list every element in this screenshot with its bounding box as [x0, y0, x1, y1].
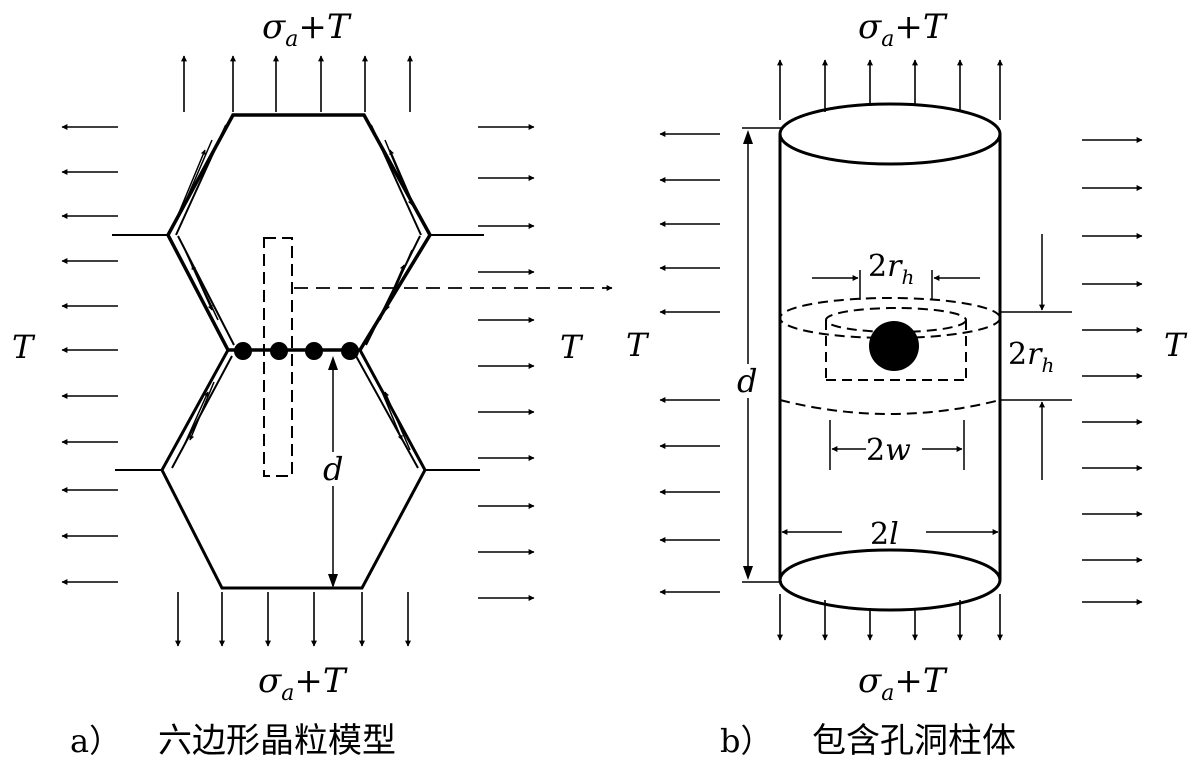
bottom-load-arrows-right	[777, 594, 1003, 641]
panel-a-hexagonal-grain-model: d	[12, 7, 613, 761]
caption-b-letter: b）	[720, 722, 773, 760]
right-side-arrows-a	[478, 124, 535, 601]
label-sigma-bottom-left: σa+T	[258, 661, 348, 706]
left-side-arrows-a	[61, 124, 118, 585]
label-2rh-vertical: 2rh	[1008, 337, 1054, 377]
boundary-voids	[234, 342, 359, 360]
label-sigma-bottom-right: σa+T	[858, 661, 948, 706]
dashed-sample-region	[263, 237, 293, 477]
label-d-left: d	[323, 450, 343, 488]
bottom-load-arrows-left	[175, 592, 411, 647]
panel-b-cylinder-with-void: 2rh 2rh 2w 2l d	[626, 7, 1188, 761]
label-sigma-top-left: σa+T	[262, 7, 352, 52]
label-d-right: d	[737, 362, 757, 400]
cylinder-top-ellipse	[778, 102, 1002, 166]
label-2l: 2l	[870, 517, 899, 552]
right-side-arrows-b	[1082, 137, 1143, 605]
label-t-left-a: T	[12, 328, 36, 366]
cylinder-bottom-ellipse	[778, 548, 1002, 612]
left-side-arrows-b	[659, 131, 720, 595]
caption-b-title: 包含孔洞柱体	[812, 721, 1016, 761]
caption-a-letter: a）	[70, 722, 121, 760]
top-load-arrows-left	[181, 55, 413, 112]
label-2w: 2w	[866, 433, 911, 468]
boundary-shear-arrows	[177, 139, 419, 451]
label-sigma-top-right: σa+T	[858, 7, 948, 52]
label-t-right-a: T	[560, 328, 584, 366]
caption-a-title: 六边形晶粒模型	[158, 721, 396, 761]
lower-hexagon	[160, 348, 427, 590]
top-load-arrows-right	[777, 59, 1003, 120]
label-t-right-b: T	[1164, 326, 1188, 364]
void-sphere	[869, 321, 919, 371]
label-t-left-b: T	[626, 326, 650, 364]
label-2rh-horizontal: 2rh	[868, 249, 914, 289]
